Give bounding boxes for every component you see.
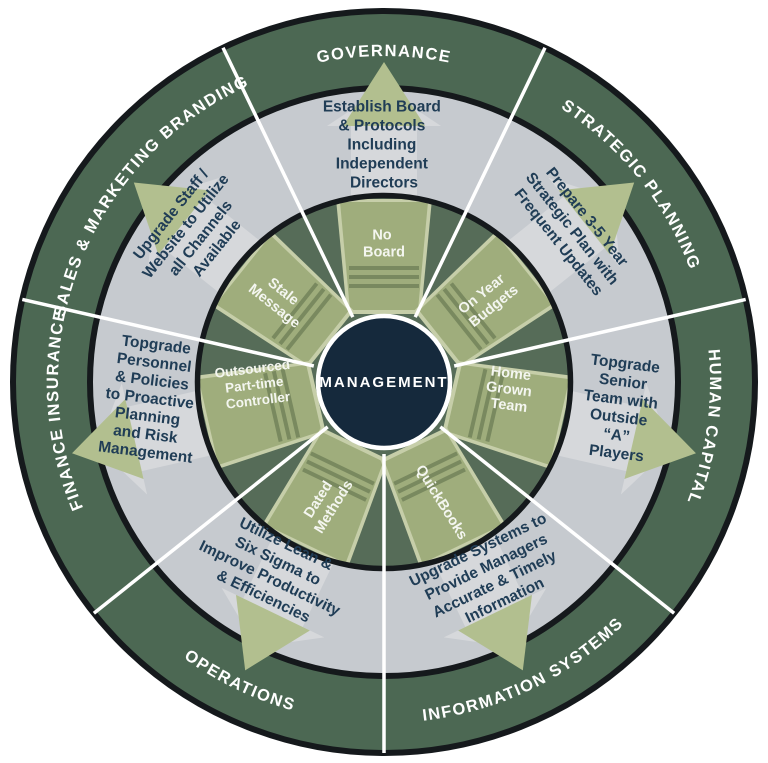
svg-text:Establish Board & Protoc: Establish Board & Protocols Including In… — [323, 99, 445, 192]
arrow-tail — [215, 235, 349, 364]
arrow-tail-stripe — [397, 459, 462, 494]
arrow-tail-stripe — [435, 293, 483, 351]
arrow-head-operations — [236, 594, 310, 671]
arrow-head-sales-marketing-branding — [133, 182, 210, 255]
sector-divider — [413, 46, 547, 318]
action-text-governance: Establish Board & Protocols Including In… — [323, 99, 445, 192]
svg-text:No Board: No Board — [363, 228, 405, 261]
arrow-shaft — [557, 391, 650, 474]
arrow-tail-stripe — [349, 275, 419, 279]
arrow-tail — [198, 364, 322, 465]
arrow-tail-stripe — [302, 467, 367, 502]
arrow-tail-stripe — [278, 287, 326, 346]
arrow-tail-stripe — [271, 282, 319, 340]
arrow-tail-stripe — [442, 287, 490, 346]
arrow-tail — [446, 364, 570, 465]
arrow-tail — [384, 432, 502, 564]
arrow-tail-stripe — [467, 368, 488, 438]
action-text-finance-insurance: Topgrade Personnel & Policies to Proacti… — [97, 331, 206, 467]
arrow-head-human-capital — [624, 399, 696, 479]
arrow-head-governance — [343, 62, 425, 126]
arrow-tail-stripe — [285, 293, 333, 351]
arrow-shaft — [118, 391, 211, 474]
arrow-tail-stripe — [280, 368, 301, 438]
arrow-human-capital — [442, 361, 671, 495]
arrow-tail — [340, 202, 428, 310]
arrow-tail-stripe — [263, 372, 283, 442]
arrow-tail-stripe — [393, 451, 459, 486]
state-label-governance: No Board — [363, 228, 405, 261]
center-hub — [315, 313, 453, 451]
arrow-head-information-systems — [458, 594, 532, 671]
arrow-tail-stripe — [401, 467, 466, 502]
sector-divider — [21, 297, 315, 368]
arrow-tail — [266, 432, 384, 564]
sector-divider — [221, 46, 355, 318]
arrow-tail-stripe — [309, 451, 375, 486]
arrow-tail-stripe — [449, 282, 497, 340]
arrow-finance-insurance — [97, 361, 326, 495]
center-label: MANAGEMENT — [319, 374, 448, 391]
sector-divider — [439, 425, 676, 615]
state-label-human-capital: Home Grown Team — [483, 363, 538, 417]
arrow-tail-stripe — [349, 266, 419, 270]
arrow-head-finance-insurance — [72, 399, 144, 479]
arrow-tail-stripe — [306, 459, 371, 494]
arrow-tail-stripe — [349, 284, 419, 288]
arrow-head-strategic-planning — [558, 182, 635, 255]
state-label-finance-insurance: Outsourced Part-time Controller — [214, 356, 299, 412]
sector-divider — [453, 297, 747, 368]
arrow-tail-stripe — [476, 370, 497, 440]
sector-divider — [92, 425, 329, 615]
svg-text:Topgrade Personnel: Topgrade Personnel & Policies to Proacti… — [97, 331, 206, 467]
arrow-tail-stripe — [271, 370, 292, 440]
arrow-shaft — [351, 117, 417, 197]
svg-text:Outsourced Part-time: Outsourced Part-time Controller — [214, 356, 299, 412]
svg-text:Home Grown Team: Home Grown Team — [483, 363, 538, 417]
arrow-tail-stripe — [485, 372, 505, 442]
arrow-tail — [419, 235, 553, 364]
